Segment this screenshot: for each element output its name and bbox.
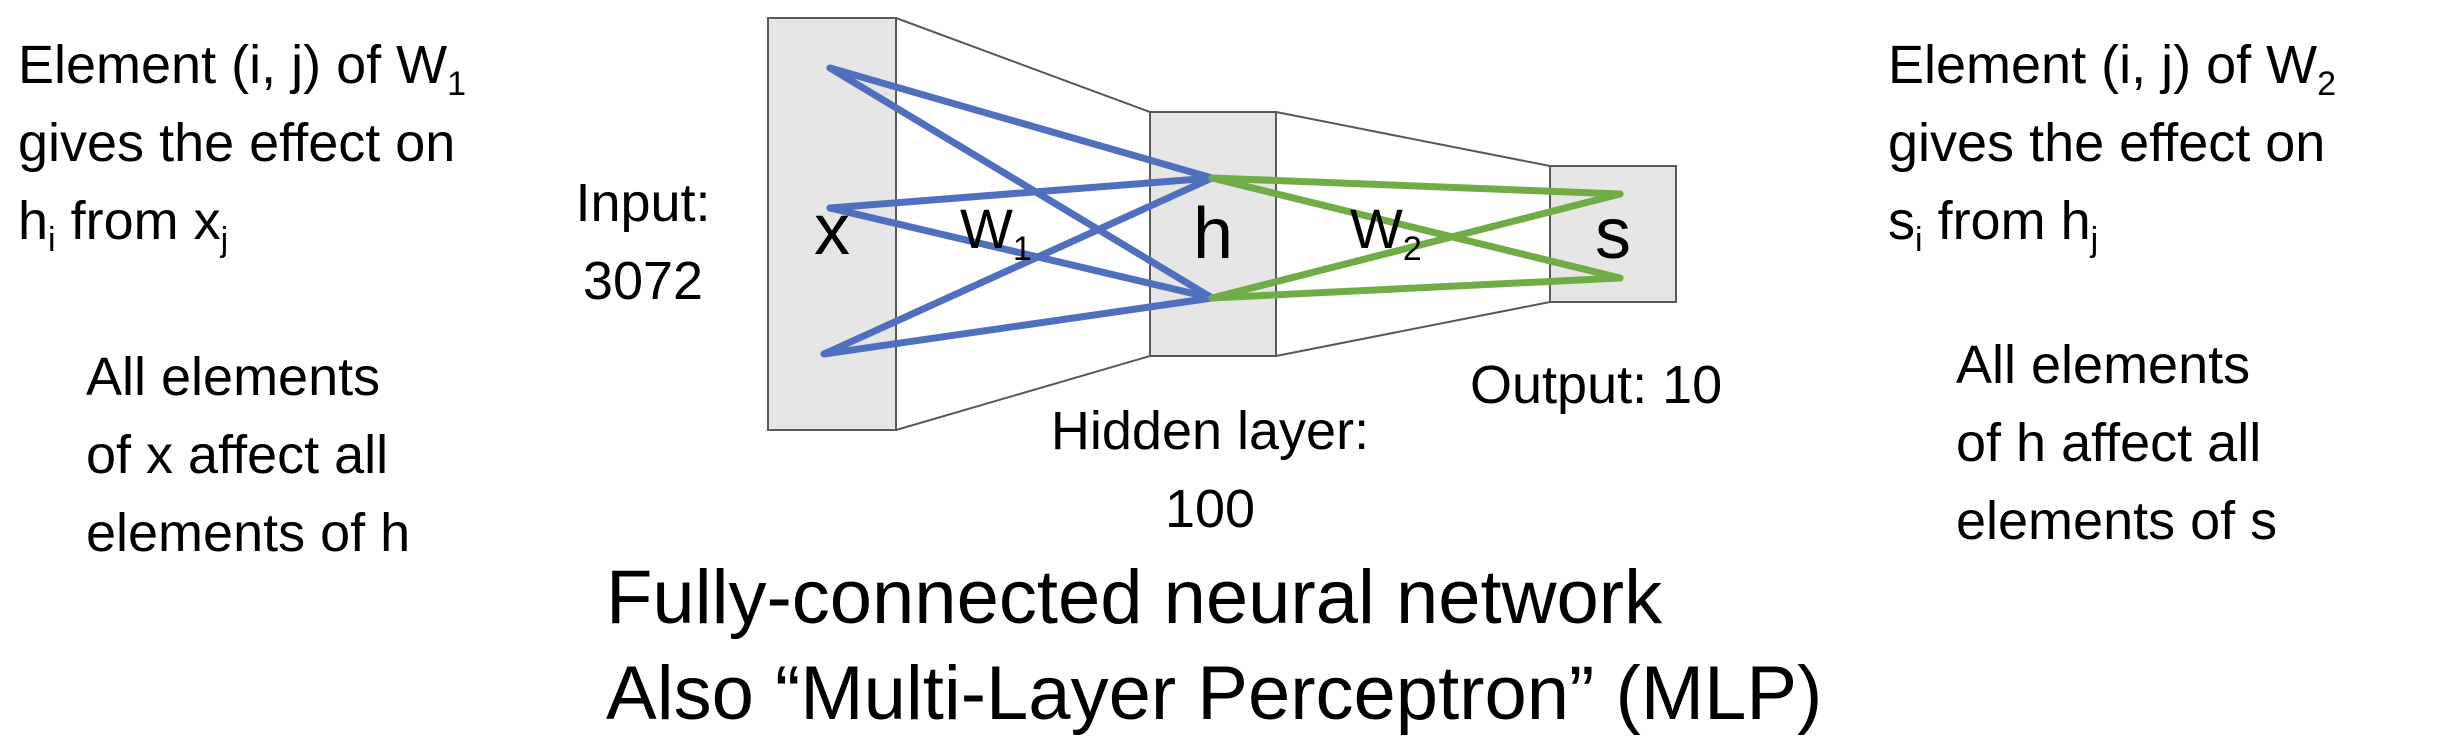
w2-edge (1208, 274, 1624, 302)
input-layer-box (767, 17, 897, 431)
left-note-2-line3: elements of h (86, 503, 411, 563)
hidden-label-line1: Hidden layer: (1050, 401, 1370, 461)
right-note-2-line1: All elements (1956, 335, 2251, 395)
right-note-2-line3: elements of s (1956, 491, 2278, 551)
input-label: Input: 3072 (558, 164, 728, 320)
right-note-2: All elements of h affect all elements of… (1956, 326, 2277, 560)
title-line2: Also “Multi-Layer Perceptron” (MLP) (606, 651, 1823, 736)
left-note: Element (i, j) of W1 gives the effect on… (18, 26, 466, 260)
title-line1: Fully-connected neural network (606, 555, 1663, 640)
left-note-2: All elements of x affect all elements of… (86, 338, 410, 572)
right-note-2-line2: of h affect all (1956, 413, 2262, 473)
w1-edge (820, 174, 1216, 358)
w2-edge (1208, 190, 1624, 302)
w1-edge (826, 64, 1216, 182)
left-note-2-line1: All elements (86, 347, 381, 407)
right-note: Element (i, j) of W2 gives the effect on… (1888, 26, 2336, 260)
left-note-2-line2: of x affect all (86, 425, 389, 485)
w1-edges (820, 64, 1216, 358)
input-label-line2: 3072 (582, 251, 704, 311)
w1-label: W1 (960, 197, 1032, 268)
node-x-label: x (814, 190, 850, 270)
right-note-line1: Element (i, j) of W2 (1888, 35, 2336, 103)
connector-x-h-top (895, 17, 1151, 113)
input-label-line1: Input: (575, 173, 711, 233)
connector-h-s-bottom (1275, 301, 1551, 357)
w2-label: W2 (1350, 197, 1422, 268)
hidden-layer-box (1149, 111, 1277, 357)
hidden-label: Hidden layer: 100 (1020, 392, 1400, 548)
w1-edge (826, 174, 1216, 212)
left-note-line1: Element (i, j) of W1 (18, 35, 466, 103)
left-note-line2: gives the effect on (18, 113, 456, 173)
right-note-line3: si from hj (1888, 191, 2099, 259)
w1-edge (826, 64, 1216, 302)
diagram-title: Fully-connected neural network Also “Mul… (606, 550, 1822, 742)
connector-h-s-top (1275, 111, 1551, 167)
output-label: Output: 10 (1470, 355, 1723, 415)
w2-edges (1208, 174, 1624, 302)
connector-x-h-bottom (895, 355, 1151, 431)
w2-edge (1208, 174, 1624, 282)
node-h-label: h (1193, 194, 1233, 274)
w1-edge (820, 294, 1216, 358)
w1-edge (826, 204, 1216, 302)
node-s-label: s (1595, 194, 1631, 274)
left-note-line3: hi from xj (18, 191, 229, 259)
right-note-line2: gives the effect on (1888, 113, 2326, 173)
w2-edge (1208, 174, 1624, 198)
hidden-label-line2: 100 (1164, 479, 1256, 539)
